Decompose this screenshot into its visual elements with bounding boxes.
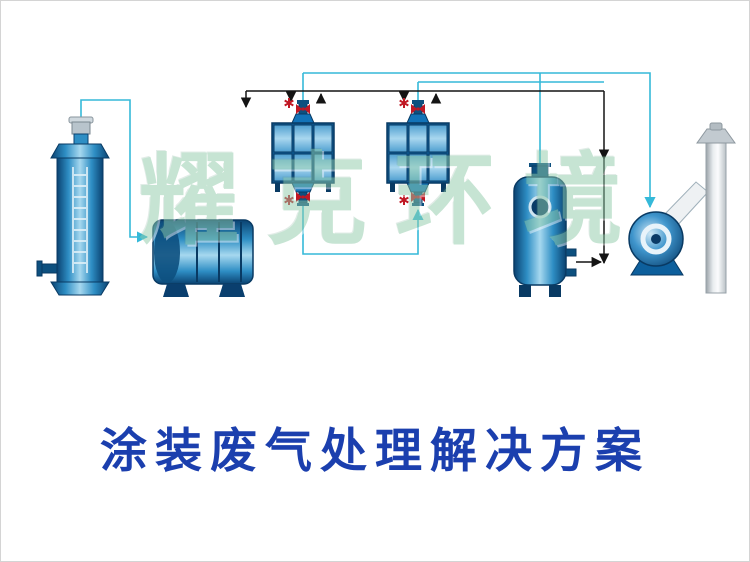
centrifugal-fan <box>628 181 709 276</box>
red-handwheel-icon <box>283 194 295 206</box>
tank-foot <box>549 285 561 297</box>
red-handwheel-icon <box>398 97 410 109</box>
diagram-title: 涂装废气处理解决方案 <box>100 424 650 479</box>
tower-drain-pipe <box>40 263 58 274</box>
tank-foot <box>163 284 189 297</box>
pipe-segment <box>303 72 656 209</box>
red-handwheel-icon <box>398 194 410 206</box>
chimney-cap <box>696 128 736 144</box>
carbon-box-1 <box>271 97 335 207</box>
vertical-tank <box>513 163 577 297</box>
sight-glass <box>528 195 552 219</box>
chimney <box>696 122 736 294</box>
tower-ladder <box>72 167 88 273</box>
spray-tower <box>36 116 110 296</box>
horizontal-tank <box>152 219 254 297</box>
pipe-segment <box>302 204 424 255</box>
carbon-box-2 <box>386 97 450 207</box>
tank-foot <box>219 284 245 297</box>
red-handwheel-icon <box>283 97 295 109</box>
pipes-cyan <box>80 72 656 255</box>
fan-hub <box>651 234 661 244</box>
pipe-segment <box>80 99 149 243</box>
tank-foot <box>519 285 531 297</box>
pipes-black <box>240 90 610 268</box>
